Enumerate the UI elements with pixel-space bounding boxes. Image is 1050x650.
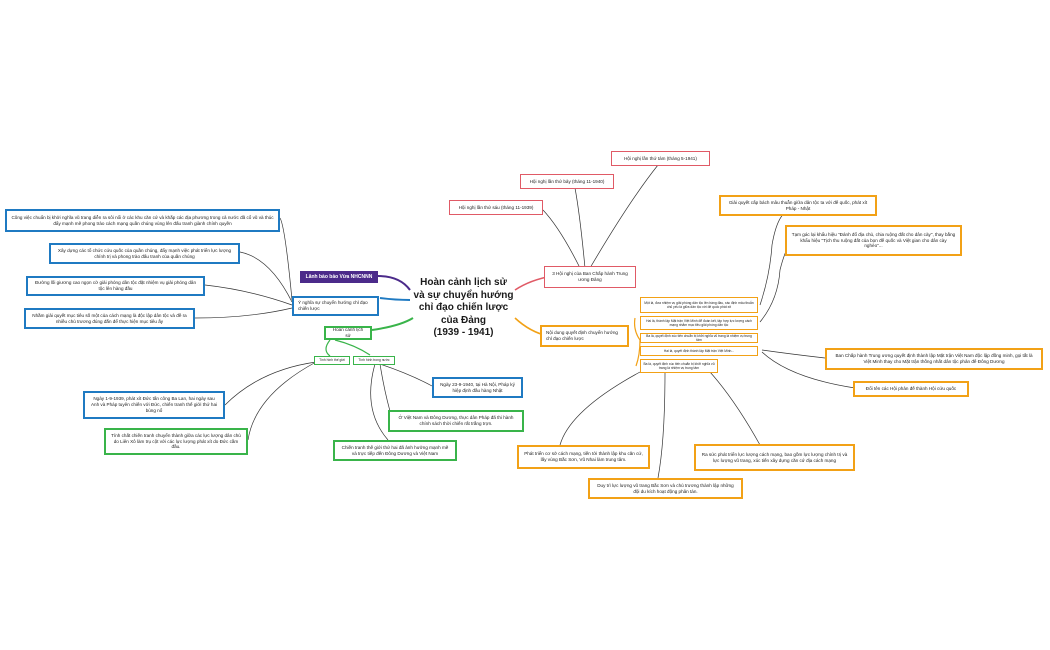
node-text: Ý nghĩa sự chuyển hướng chỉ đạo chiến lư… xyxy=(298,300,368,311)
node-text: Đổi tên các Hội phản đế thành Hội cứu qu… xyxy=(865,386,957,392)
node-text: Hai là, thành lập Mặt trận Việt Minh để … xyxy=(646,318,752,327)
central-topic-line: Hoàn cảnh lịch sử xyxy=(420,277,507,288)
central-topic[interactable]: Hoàn cảnh lịch sử và sự chuyển hướng chỉ… xyxy=(412,277,515,340)
central-topic-line: chỉ đạo chiến lược xyxy=(418,302,509,313)
node-text: 3 Hội nghị của Ban Chấp hành Trung ương … xyxy=(552,271,628,282)
content-key-node[interactable]: Một là, đưa nhiệm vụ giải phóng dân tộc … xyxy=(640,297,758,313)
conference-8-node[interactable]: Hội nghị lần thứ tám (tháng 5-1941) xyxy=(611,151,710,166)
content-detail-node[interactable]: Phát triển cơ sở cách mạng, tiến tới thà… xyxy=(517,445,650,469)
node-text: Hội nghị lần thứ tám (tháng 5-1941) xyxy=(624,155,697,161)
central-topic-line: của Đảng xyxy=(440,314,486,326)
node-text: Tình hình thế giới xyxy=(319,358,345,363)
node-text: Ngày 1-9-1939, phát xít Đức tấn công Ba … xyxy=(90,396,218,413)
content-key-node[interactable]: Ba là, quyết định xúc tiến chuẩn bị khởi… xyxy=(640,333,758,343)
node-text: Tình hình trong nước xyxy=(358,358,390,363)
node-text: Một là, đưa nhiệm vụ giải phóng dân tộc … xyxy=(644,300,754,309)
node-text: Chiến tranh thế giới thứ hai đã ảnh hưởn… xyxy=(341,444,449,456)
domestic-detail-node[interactable]: Ngày 23-9-1940, tại Hà Nội, Pháp ký hiệp… xyxy=(432,377,523,398)
conference-7-node[interactable]: Hội nghị lần thứ bảy (tháng 11-1940) xyxy=(520,174,614,189)
domestic-detail-node[interactable]: Chiến tranh thế giới thứ hai đã ảnh hưởn… xyxy=(333,440,457,461)
node-text: Hội nghị lần thứ sáu (tháng 11-1939) xyxy=(458,204,534,210)
world-situation-node[interactable]: Tình hình thế giới xyxy=(314,356,350,365)
node-text: Ngày 23-9-1940, tại Hà Nội, Pháp ký hiệp… xyxy=(440,381,515,393)
conference-6-node[interactable]: Hội nghị lần thứ sáu (tháng 11-1939) xyxy=(449,200,543,215)
content-detail-node[interactable]: Giải quyết cấp bách mâu thuẫn giữa dân t… xyxy=(719,195,877,216)
node-text: Nhằm giải quyết mục tiêu số một của cách… xyxy=(32,312,187,324)
conferences-node[interactable]: 3 Hội nghị của Ban Chấp hành Trung ương … xyxy=(544,266,636,288)
node-text: Phát triển cơ sở cách mạng, tiến tới thà… xyxy=(524,451,643,462)
content-key-node[interactable]: Ba là, quyết định xúc tiến chuẩn bị khởi… xyxy=(640,359,718,373)
meaning-detail-node[interactable]: Đường lối giương cao ngọn cờ giải phóng … xyxy=(26,276,205,296)
world-detail-node[interactable]: Ngày 1-9-1939, phát xít Đức tấn công Ba … xyxy=(83,391,225,419)
node-text: Công việc chuẩn bị khởi nghĩa vũ trang d… xyxy=(11,214,274,226)
content-key-node[interactable]: Hai là, thành lập Mặt trận Việt Minh để … xyxy=(640,316,758,330)
node-text: Xây dựng các tổ chức cứu quốc của quần c… xyxy=(57,247,232,259)
content-detail-node[interactable]: Ban Chấp hành Trung ương quyết định thàn… xyxy=(825,348,1043,370)
node-text: Tạm gác lại khẩu hiệu "Đánh đổ địa chủ, … xyxy=(791,231,956,249)
node-text: Hội nghị lần thứ bảy (tháng 11-1940) xyxy=(529,178,605,184)
node-text: Ba là, quyết định xúc tiến chuẩn bị khởi… xyxy=(646,333,752,342)
node-text: Ra sức phát triển lực lượng cách mạng, b… xyxy=(701,451,848,463)
node-text: Ban Chấp hành Trung ương quyết định thàn… xyxy=(835,353,1033,364)
node-text: Ở Việt Nam và Đông Dương, thực dân Pháp … xyxy=(398,415,514,426)
node-text: Hoàn cảnh lịch sử xyxy=(332,327,364,338)
meaning-node[interactable]: Ý nghĩa sự chuyển hướng chỉ đạo chiến lư… xyxy=(292,296,379,316)
meaning-detail-node[interactable]: Công việc chuẩn bị khởi nghĩa vũ trang d… xyxy=(5,209,280,232)
node-text: Đường lối giương cao ngọn cờ giải phóng … xyxy=(34,280,197,291)
node-text: Tính chất chiến tranh chuyển thành giữa … xyxy=(111,432,241,450)
meaning-detail-node[interactable]: Nhằm giải quyết mục tiêu số một của cách… xyxy=(24,308,195,329)
purple-label-node[interactable]: Lãnh bào bảo Vừa NHCNNN xyxy=(300,271,378,283)
content-detail-node[interactable]: Tạm gác lại khẩu hiệu "Đánh đổ địa chủ, … xyxy=(785,225,962,256)
content-detail-node[interactable]: Duy trì lực lượng vũ trang Bắc Sơn và ch… xyxy=(588,478,743,499)
central-topic-line: (1939 - 1941) xyxy=(433,327,494,338)
content-detail-node[interactable]: Đổi tên các Hội phản đế thành Hội cứu qu… xyxy=(853,381,969,397)
strategy-content-node[interactable]: Nội dung quyết định chuyển hướng chỉ đạo… xyxy=(540,325,629,347)
domestic-situation-node[interactable]: Tình hình trong nước xyxy=(353,356,395,365)
content-key-node[interactable]: Hai là, quyết định thành lập Mặt trận Vi… xyxy=(640,346,758,356)
world-detail-node[interactable]: Tính chất chiến tranh chuyển thành giữa … xyxy=(104,428,248,455)
node-text: Nội dung quyết định chuyển hướng chỉ đạo… xyxy=(546,330,618,341)
domestic-detail-node[interactable]: Ở Việt Nam và Đông Dương, thực dân Pháp … xyxy=(388,410,524,432)
node-text: Duy trì lực lượng vũ trang Bắc Sơn và ch… xyxy=(597,482,734,494)
central-topic-line: và sự chuyển hướng xyxy=(413,289,514,301)
node-text: Hai là, quyết định thành lập Mặt trận Vi… xyxy=(663,348,735,353)
node-text: Lãnh bào bảo Vừa NHCNNN xyxy=(305,273,373,280)
meaning-detail-node[interactable]: Xây dựng các tổ chức cứu quốc của quần c… xyxy=(49,243,240,264)
node-text: Giải quyết cấp bách mâu thuẫn giữa dân t… xyxy=(728,199,868,211)
content-detail-node[interactable]: Ra sức phát triển lực lượng cách mạng, b… xyxy=(694,444,855,471)
context-node[interactable]: Hoàn cảnh lịch sử xyxy=(324,326,372,340)
node-text: Ba là, quyết định xúc tiến chuẩn bị khởi… xyxy=(643,361,715,370)
